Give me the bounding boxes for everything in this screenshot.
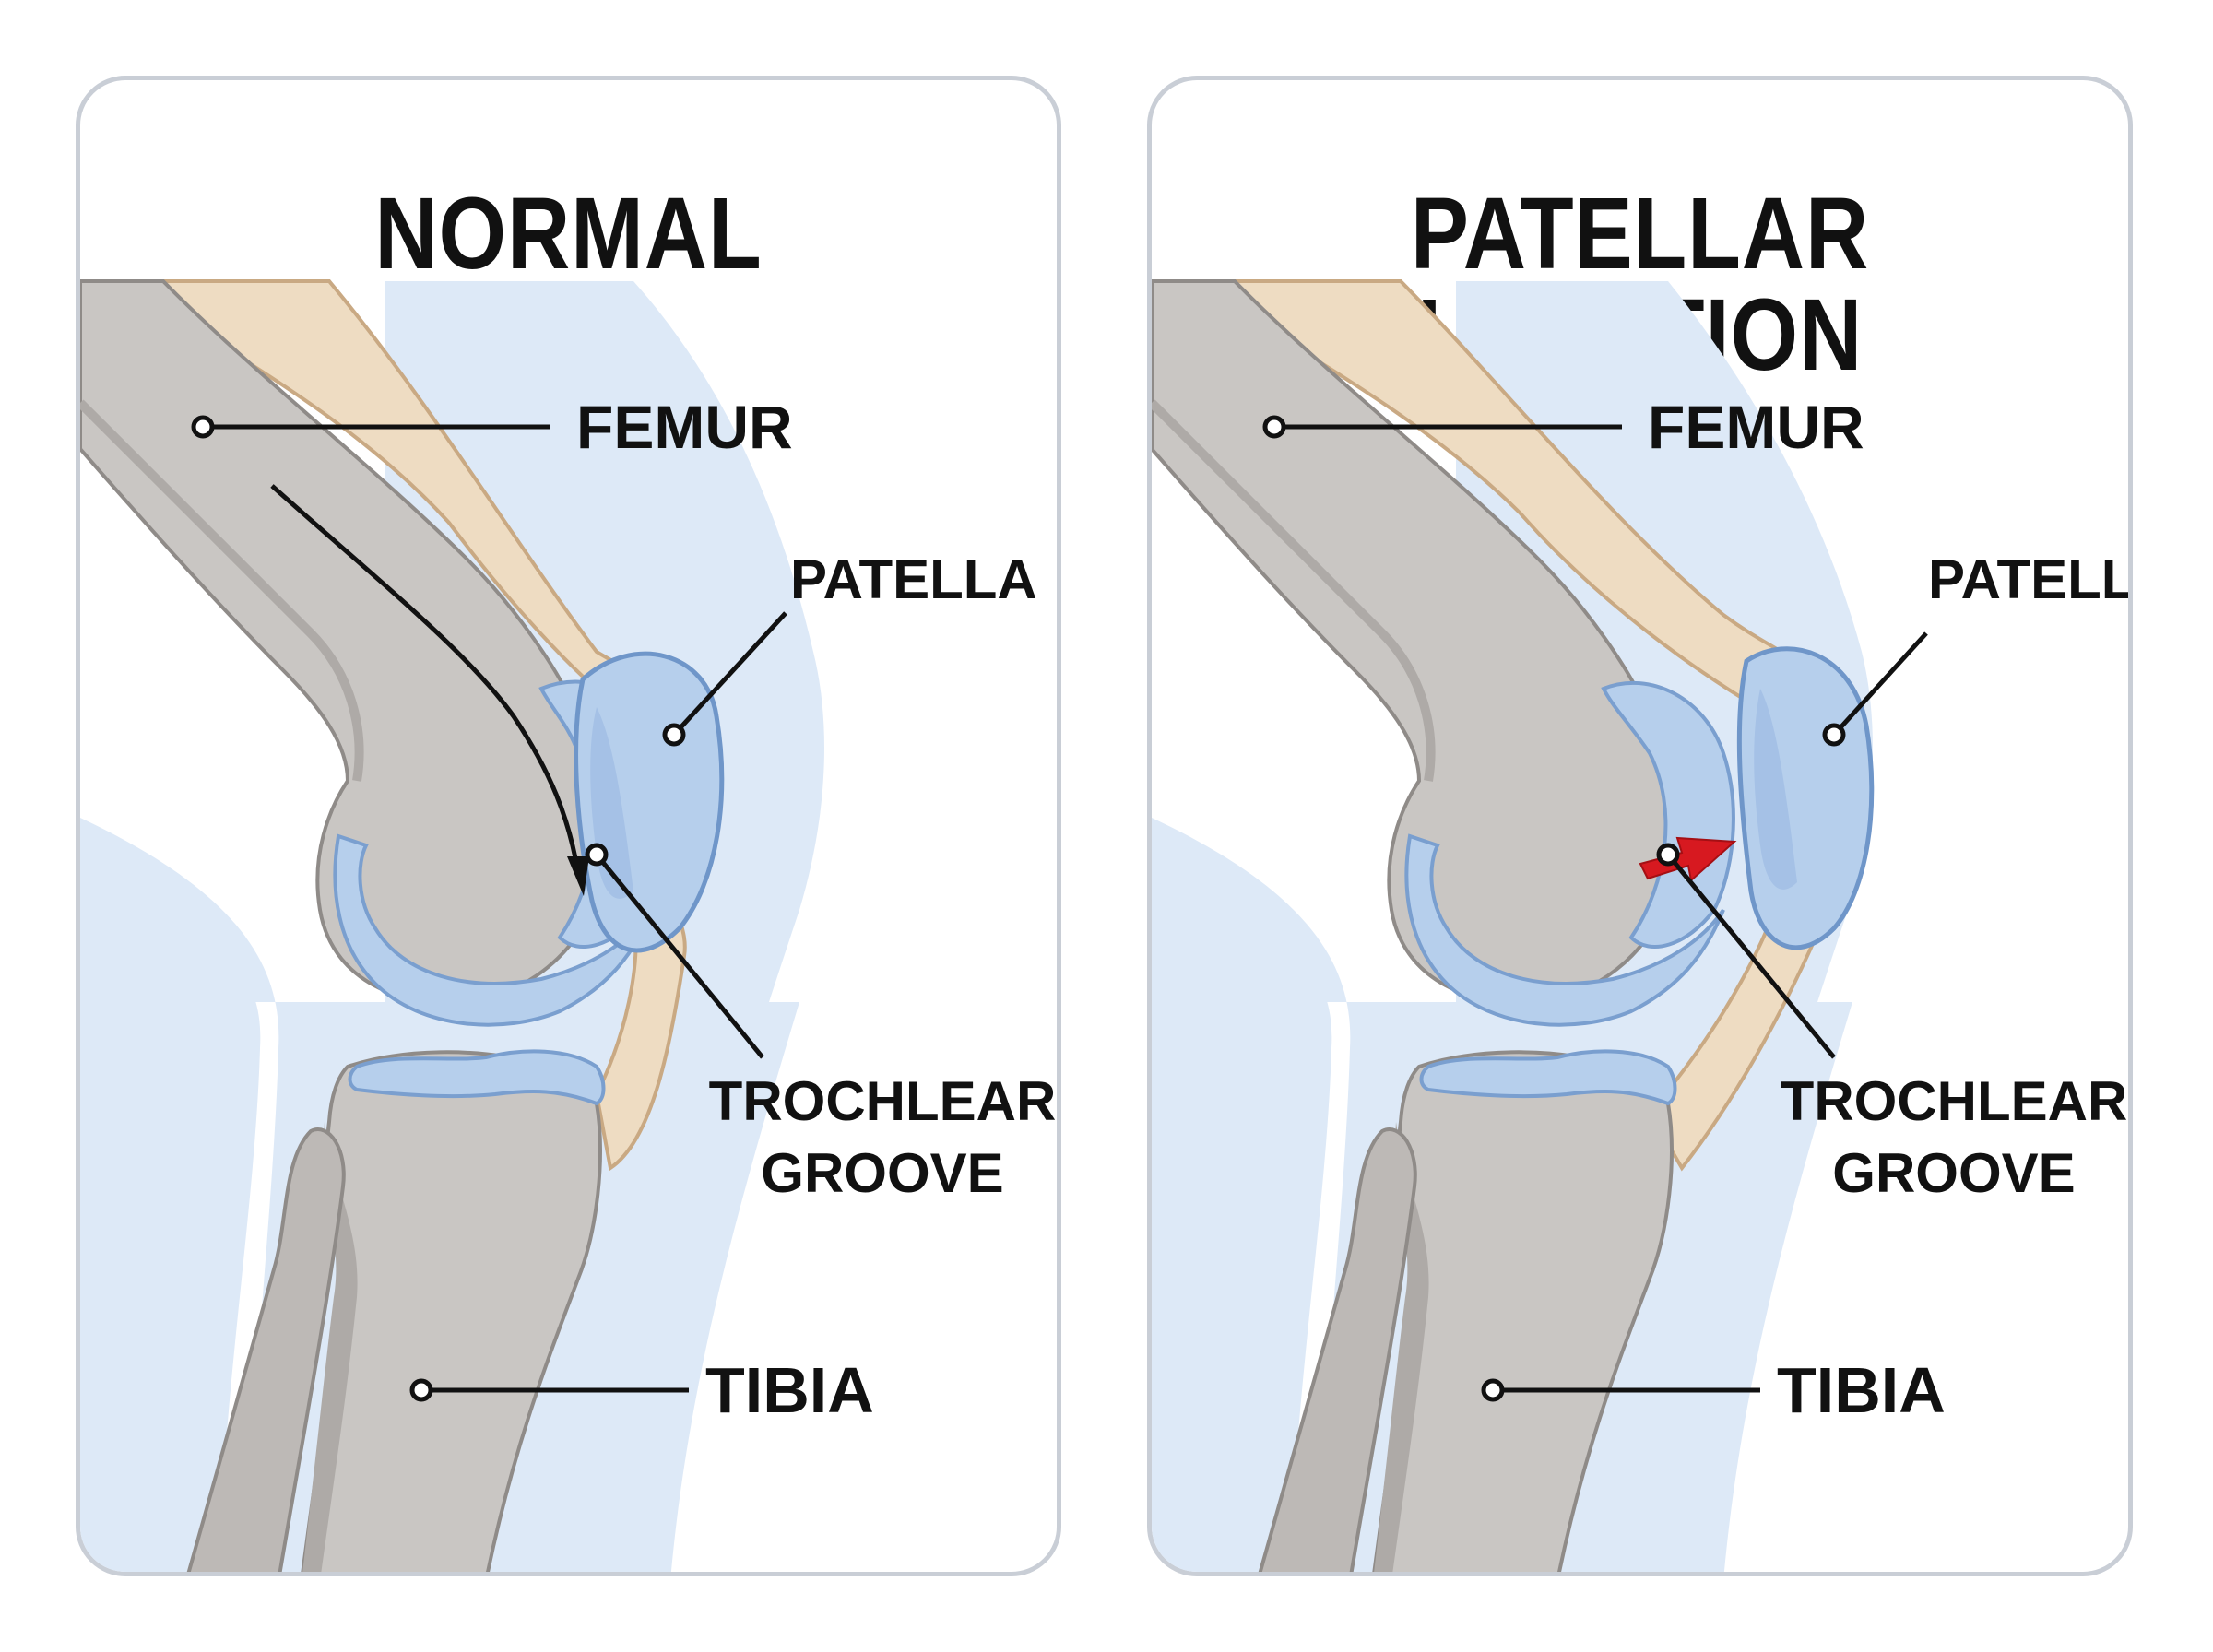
patella-label: PATELLA	[1928, 549, 2133, 610]
fibula-bone	[186, 1127, 346, 1572]
curved-arrow-head	[567, 856, 589, 896]
panel-title: NORMAL	[374, 177, 763, 290]
tibial-cartilage	[348, 1049, 606, 1106]
patella-leader-line	[1832, 631, 1928, 737]
panel-patellar-luxation: PATELLAR LUXATION FEMUR	[1147, 76, 2133, 1576]
tibia-label: TIBIA	[1777, 1354, 1946, 1426]
tibia-label: TIBIA	[705, 1354, 874, 1426]
knee-diagram-luxation: FEMUR PATELLA TROCHLEAR GROOVE TIBIA	[1152, 279, 2133, 1572]
knee-diagram-normal: FEMUR PATELLA TROCHLEAR GROOVE TIBIA	[80, 279, 1057, 1572]
femur-label: FEMUR	[576, 393, 793, 461]
femur-label: FEMUR	[1648, 393, 1864, 461]
trochlear-leader-dot	[585, 843, 609, 867]
patella-highlight	[1754, 689, 1797, 890]
femur-leader-dot	[1262, 415, 1286, 439]
fibula-bone	[1258, 1127, 1417, 1572]
trochlear-leader-line	[595, 853, 764, 1059]
trochlear-groove	[1601, 680, 1735, 949]
tibial-cartilage	[1419, 1049, 1677, 1106]
red-arrow-icon	[1639, 836, 1737, 882]
femur-shadow	[80, 399, 364, 782]
trochlear-label-line2: GROOVE	[761, 1142, 1003, 1204]
patella-leader-line	[672, 611, 787, 737]
patella-leader-dot	[662, 723, 686, 747]
patella-leader-dot	[1822, 723, 1846, 747]
trochlear-label-line1: TROCHLEAR	[709, 1070, 1057, 1132]
patella-label: PATELLA	[790, 549, 1037, 610]
femur-shadow	[1152, 399, 1436, 782]
tibia-shadow	[1374, 1122, 1429, 1572]
trochlear-label-line1: TROCHLEAR	[1781, 1070, 2128, 1132]
tibia-leader-dot	[409, 1378, 433, 1402]
tibia-shadow	[302, 1122, 358, 1572]
panel-normal: NORMAL FEMUR P	[76, 76, 1061, 1576]
trochlear-label-line2: GROOVE	[1832, 1142, 2075, 1204]
quadriceps-tendon	[1182, 279, 1810, 701]
curved-arrow-icon	[270, 484, 581, 874]
trochlear-leader-dot	[1656, 843, 1680, 867]
trochlear-leader-line	[1666, 853, 1836, 1059]
femur-leader-dot	[191, 415, 215, 439]
tibia-leader-dot	[1481, 1378, 1505, 1402]
